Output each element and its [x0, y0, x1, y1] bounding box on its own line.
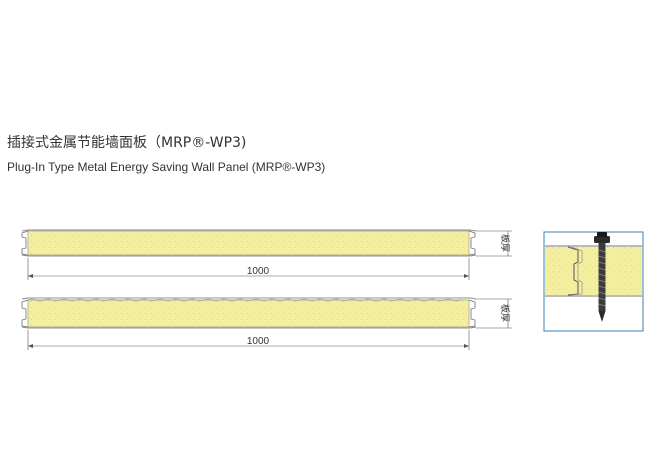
panel-2-left-joint [21, 299, 29, 328]
title-chinese: 插接式金属节能墙面板（MRP®-WP3) [7, 135, 247, 151]
panel-2-top-ribbing [27, 298, 462, 302]
panel-1-thickness-dimension [476, 230, 512, 257]
self-drilling-screw-icon [594, 232, 610, 322]
panel-1-bottom-skin [21, 254, 477, 257]
panel-2-top-skin [21, 297, 477, 300]
panel-2: 1000 板厚 [21, 297, 512, 350]
panel-2-core [27, 299, 470, 328]
panel-1-top-skin [21, 229, 477, 232]
joint-detail [543, 231, 644, 332]
panel-2-width-dimension [27, 330, 470, 350]
panel-1-width-dimension [27, 258, 470, 280]
panel-1: 1000 板厚 [21, 229, 512, 280]
joint-detail-core [545, 247, 642, 295]
panel-1-thickness-label: 板厚 [499, 234, 511, 252]
panel-2-width-label: 1000 [247, 336, 270, 347]
panel-2-bottom-skin [21, 326, 477, 329]
joint-detail-profile [567, 246, 579, 296]
panel-2-right-joint [468, 299, 476, 328]
panel-1-width-label: 1000 [247, 266, 270, 277]
title-english: Plug-In Type Metal Energy Saving Wall Pa… [7, 160, 326, 174]
panel-1-core [27, 230, 470, 256]
panel-1-right-joint [468, 230, 476, 256]
panel-2-thickness-label: 板厚 [499, 304, 511, 322]
panel-2-thickness-dimension [476, 298, 512, 329]
panel-1-left-joint [21, 230, 29, 256]
